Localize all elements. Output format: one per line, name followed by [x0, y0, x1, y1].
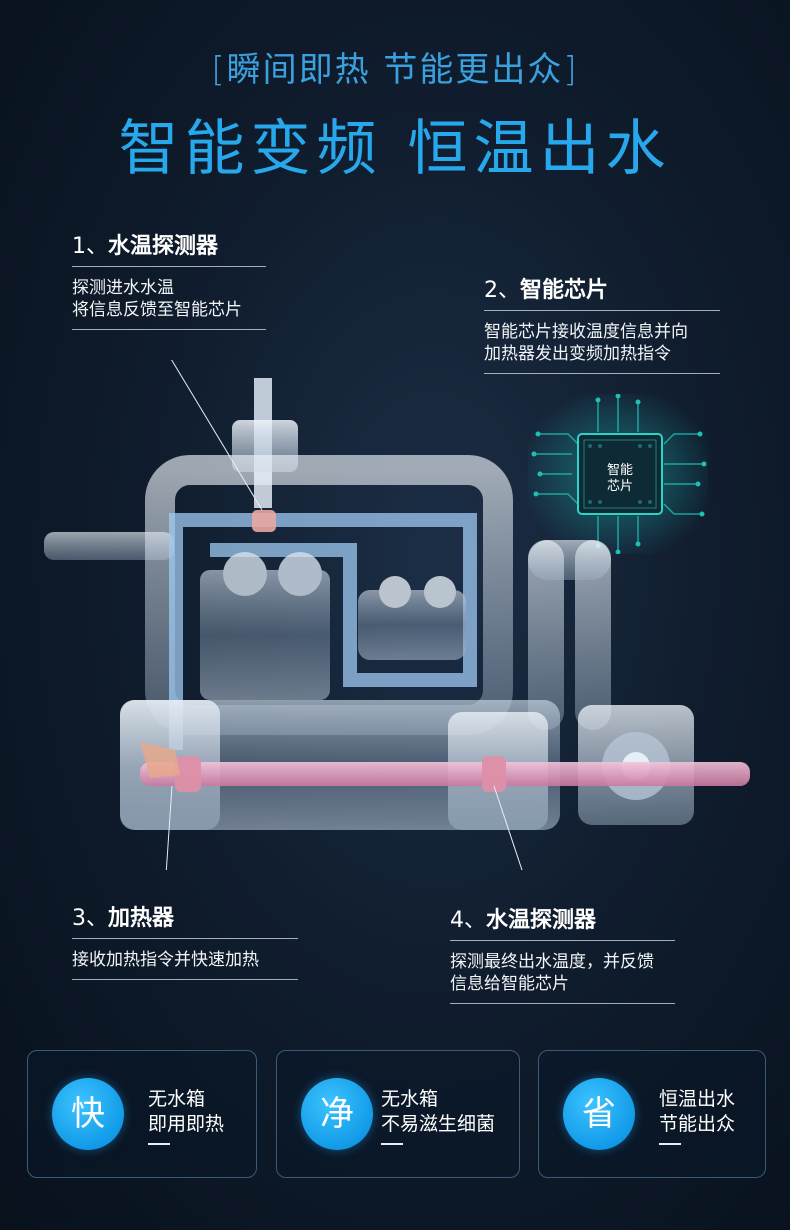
divider — [148, 1143, 170, 1145]
feature-line1: 无水箱 — [381, 1088, 439, 1110]
feature-card-saving: 省 恒温出水 节能出众 — [538, 1050, 766, 1178]
feature-card-clean: 净 无水箱 不易滋生细菌 — [276, 1050, 520, 1178]
subtitle: [瞬间即热 节能更出众] — [211, 50, 579, 90]
callout-title: 加热器 — [108, 906, 175, 931]
divider — [72, 979, 298, 980]
chip-label-line1: 智能 — [607, 463, 633, 478]
divider — [72, 938, 298, 939]
feature-card-fast: 快 无水箱 即用即热 — [27, 1050, 257, 1178]
feature-badge-icon: 净 — [301, 1078, 373, 1150]
callout-description: 探测最终出水温度，并反馈 信息给智能芯片 — [450, 952, 654, 994]
divider — [450, 1003, 675, 1004]
feature-badge-icon: 快 — [52, 1078, 124, 1150]
divider — [381, 1143, 403, 1145]
callout-smart-chip: 2、智能芯片 智能芯片接收温度信息并向 加热器发出变频加热指令 — [484, 272, 720, 374]
callout-description: 探测进水水温 将信息反馈至智能芯片 — [72, 278, 242, 320]
callout-number: 2、 — [484, 278, 520, 303]
callout-water-temp-sensor-2: 4、水温探测器 探测最终出水温度，并反馈 信息给智能芯片 — [450, 902, 675, 1004]
divider — [72, 329, 266, 330]
callout-heater: 3、加热器 接收加热指令并快速加热 — [72, 900, 298, 980]
feature-line2: 即用即热 — [148, 1113, 225, 1135]
callout-number: 1、 — [72, 234, 108, 259]
divider — [484, 310, 720, 311]
divider — [72, 266, 266, 267]
smart-chip-illustration: 智能 芯片 — [528, 394, 708, 554]
divider — [659, 1143, 681, 1145]
callout-water-temp-sensor-1: 1、水温探测器 探测进水水温 将信息反馈至智能芯片 — [72, 228, 266, 330]
feature-line2: 节能出众 — [659, 1113, 736, 1135]
feature-badge-icon: 省 — [563, 1078, 635, 1150]
feature-line1: 无水箱 — [148, 1088, 206, 1110]
divider — [484, 373, 720, 374]
page-title: 智能变频 恒温出水 — [118, 114, 672, 184]
callout-title: 水温探测器 — [108, 234, 219, 259]
callout-description: 接收加热指令并快速加热 — [72, 950, 259, 970]
feature-line1: 恒温出水 — [659, 1088, 736, 1110]
callout-title: 智能芯片 — [520, 278, 609, 303]
feature-line2: 不易滋生细菌 — [381, 1113, 496, 1135]
callout-number: 3、 — [72, 906, 108, 931]
callout-number: 4、 — [450, 908, 486, 933]
callout-title: 水温探测器 — [486, 908, 597, 933]
chip-label-line2: 芯片 — [607, 479, 633, 494]
callout-description: 智能芯片接收温度信息并向 加热器发出变频加热指令 — [484, 322, 688, 364]
divider — [450, 940, 675, 941]
heater-internal-illustration — [44, 360, 750, 870]
